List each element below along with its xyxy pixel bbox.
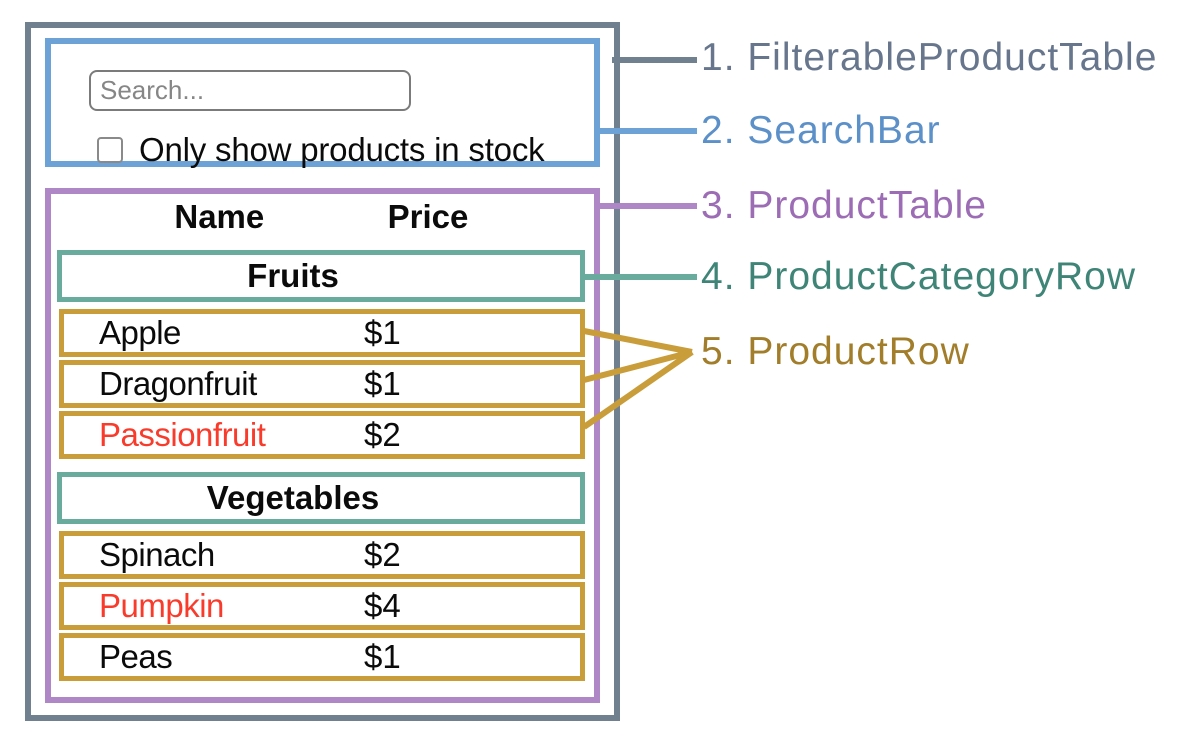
product-price: $2 [364,536,401,573]
product-category-row: Vegetables [57,472,585,524]
product-name: Apple [99,314,181,351]
product-price: $2 [364,416,401,453]
search-input[interactable] [89,70,411,111]
search-bar-box: Only show products in stock [45,38,600,169]
product-name: Peas [99,638,173,675]
filterable-product-table-box: Only show products in stock Name Price F… [25,22,620,721]
product-row: Apple $1 [59,309,585,357]
legend-item-productcategoryrow: 4. ProductCategoryRow [701,255,1137,298]
in-stock-label: Only show products in stock [139,131,545,168]
product-row: Passionfruit $2 [59,411,585,459]
product-name: Spinach [99,536,215,573]
legend-item-producttable: 3. ProductTable [701,184,988,227]
column-header-price: Price [387,198,469,235]
legend-item-filterableproducttable: 1. FilterableProductTable [701,36,1158,79]
product-price: $1 [364,638,401,675]
product-price: $1 [364,365,401,402]
in-stock-row: Only show products in stock [97,131,594,169]
product-row: Pumpkin $4 [59,582,585,630]
product-name: Passionfruit [99,416,266,453]
product-row: Dragonfruit $1 [59,360,585,408]
product-category-row: Fruits [57,250,585,302]
product-price: $1 [364,314,401,351]
table-header-row: Name Price [51,198,594,235]
legend-item-productrow: 5. ProductRow [701,330,970,373]
column-header-name: Name [174,198,265,235]
product-price: $4 [364,587,401,624]
product-row: Peas $1 [59,633,585,681]
product-name: Dragonfruit [99,365,257,402]
in-stock-checkbox[interactable] [97,137,123,163]
product-row: Spinach $2 [59,531,585,579]
product-name: Pumpkin [99,587,224,624]
legend-item-searchbar: 2. SearchBar [701,109,941,152]
